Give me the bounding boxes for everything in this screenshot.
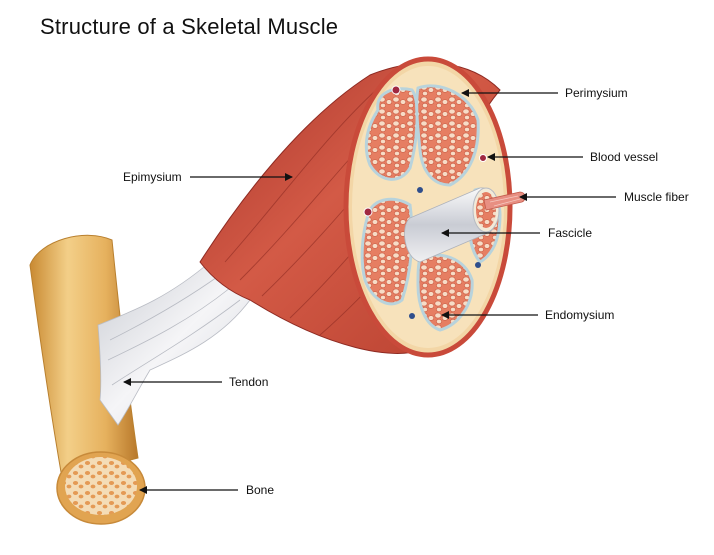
label-perimysium: Perimysium	[565, 86, 628, 100]
label-blood-vessel: Blood vessel	[590, 150, 658, 164]
label-bone: Bone	[246, 483, 274, 497]
label-muscle-fiber: Muscle fiber	[624, 190, 689, 204]
label-fascicle: Fascicle	[548, 226, 592, 240]
label-tendon: Tendon	[229, 375, 268, 389]
label-endomysium: Endomysium	[545, 308, 614, 322]
label-epimysium: Epimysium	[123, 170, 182, 184]
muscle-cross-section	[346, 59, 525, 355]
